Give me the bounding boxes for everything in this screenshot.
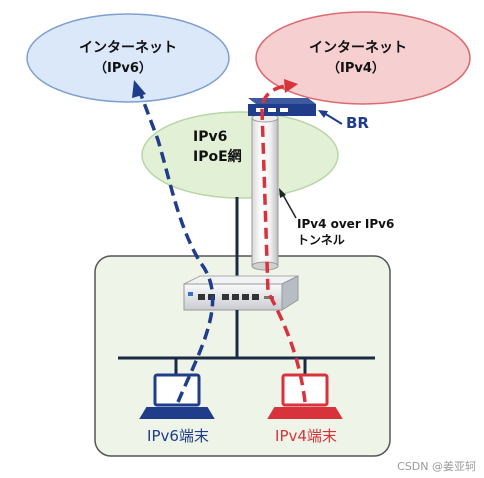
- tunnel-label-line1: IPv4 over IPv6: [297, 217, 394, 231]
- ipv6-internet-title: インターネット: [79, 40, 177, 56]
- ipoe-network-cloud: [141, 111, 339, 199]
- ipv6-internet-subtitle: （IPv6）: [94, 60, 152, 76]
- tunnel-tube: [251, 117, 279, 267]
- tunnel-tube-bottom: [251, 261, 279, 271]
- tunnel-pointer-arrowhead: [279, 188, 286, 198]
- ipoe-network-subtitle: IPoE網: [193, 148, 242, 165]
- ipv6-traffic-arrowhead: [132, 80, 146, 98]
- ipv6-terminal-label: IPv6端末: [147, 427, 209, 445]
- tunnel-pointer-line: [281, 192, 297, 219]
- br-label: BR: [346, 114, 369, 132]
- ipv4-internet-title: インターネット: [309, 40, 407, 56]
- ipv4-traffic-arrowhead: [284, 79, 298, 93]
- br-router-icon: [248, 98, 316, 116]
- watermark-text: CSDN @姜亚轲: [397, 459, 476, 473]
- ipv6-internet-cloud: [26, 13, 230, 103]
- ipoe-network-title: IPv6: [193, 129, 227, 145]
- home-router-icon: [183, 275, 299, 311]
- ipv4-terminal-label: IPv4端末: [275, 427, 337, 445]
- ipv4-internet-cloud: [255, 11, 471, 105]
- br-pointer-arrow: [318, 110, 343, 125]
- tunnel-label-line2: トンネル: [297, 233, 345, 247]
- ipv4-laptop-icon: [267, 373, 343, 419]
- ipv6-traffic-path: [138, 91, 215, 403]
- ipv4-internet-subtitle: （IPv4）: [327, 60, 385, 76]
